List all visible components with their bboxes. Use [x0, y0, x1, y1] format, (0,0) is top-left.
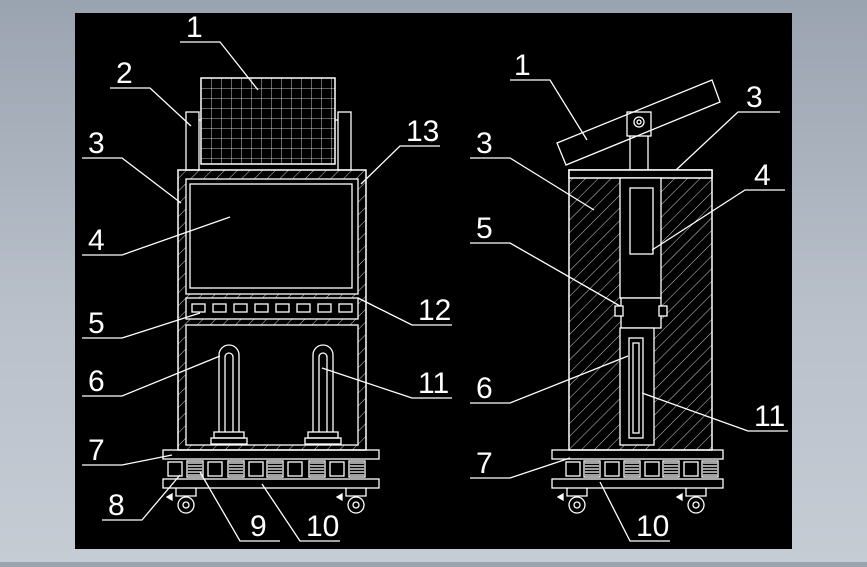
callout-s5: 5 — [476, 212, 493, 245]
caster-left — [165, 488, 197, 514]
callout-f5: 5 — [88, 307, 105, 340]
solar-panel-frame — [200, 77, 336, 165]
side-callout-labels: 1 3 3 4 5 6 7 10 11 — [476, 49, 785, 543]
side-view — [551, 79, 724, 514]
callout-f13: 13 — [406, 115, 439, 148]
solar-panel — [200, 77, 336, 165]
callout-s1: 1 — [514, 49, 531, 82]
side-tube — [628, 337, 644, 439]
callout-f1: 1 — [186, 11, 203, 44]
panel-mount — [626, 111, 652, 137]
base-plate-top — [162, 449, 380, 460]
side-caster-left — [556, 488, 588, 514]
u-tube-right — [304, 344, 342, 445]
display-screen — [189, 183, 353, 289]
callout-s3a: 3 — [746, 81, 763, 114]
callout-s6: 6 — [476, 372, 493, 405]
side-caster-right — [675, 488, 707, 514]
tilted-solar-panel — [556, 79, 721, 166]
side-base-bottom — [551, 478, 724, 489]
caster-right — [335, 488, 367, 514]
side-damping-row — [565, 460, 719, 478]
button-row — [191, 303, 353, 313]
side-base-top — [551, 449, 724, 460]
lower-compartment — [185, 324, 359, 446]
callout-s10: 10 — [636, 510, 669, 543]
callout-f12: 12 — [418, 294, 451, 327]
u-tube-left — [210, 344, 248, 445]
front-callout-labels: 1 2 3 4 5 6 7 8 9 10 11 12 13 — [88, 11, 451, 543]
callout-f8: 8 — [108, 489, 125, 522]
callout-f11: 11 — [418, 367, 449, 400]
callout-s11: 11 — [754, 400, 785, 433]
callout-f3: 3 — [88, 127, 105, 160]
side-channel-upper — [619, 177, 662, 299]
front-view — [162, 77, 380, 514]
callout-s7: 7 — [476, 447, 493, 480]
side-bracket — [620, 297, 662, 329]
front-leaders — [82, 41, 452, 542]
callout-f2: 2 — [116, 57, 133, 90]
callout-f4: 4 — [88, 224, 105, 257]
callout-f10: 10 — [306, 510, 339, 543]
base-plate-bottom — [162, 478, 380, 489]
side-strut — [629, 187, 654, 255]
damping-row — [167, 460, 366, 478]
side-leaders — [470, 79, 788, 542]
side-channel-lower — [619, 327, 655, 446]
callout-f6: 6 — [88, 365, 105, 398]
callout-s4: 4 — [754, 159, 771, 192]
callout-f7: 7 — [88, 434, 105, 467]
callout-f9: 9 — [250, 510, 267, 543]
callout-s3b: 3 — [476, 127, 493, 160]
button-strip — [185, 297, 359, 320]
